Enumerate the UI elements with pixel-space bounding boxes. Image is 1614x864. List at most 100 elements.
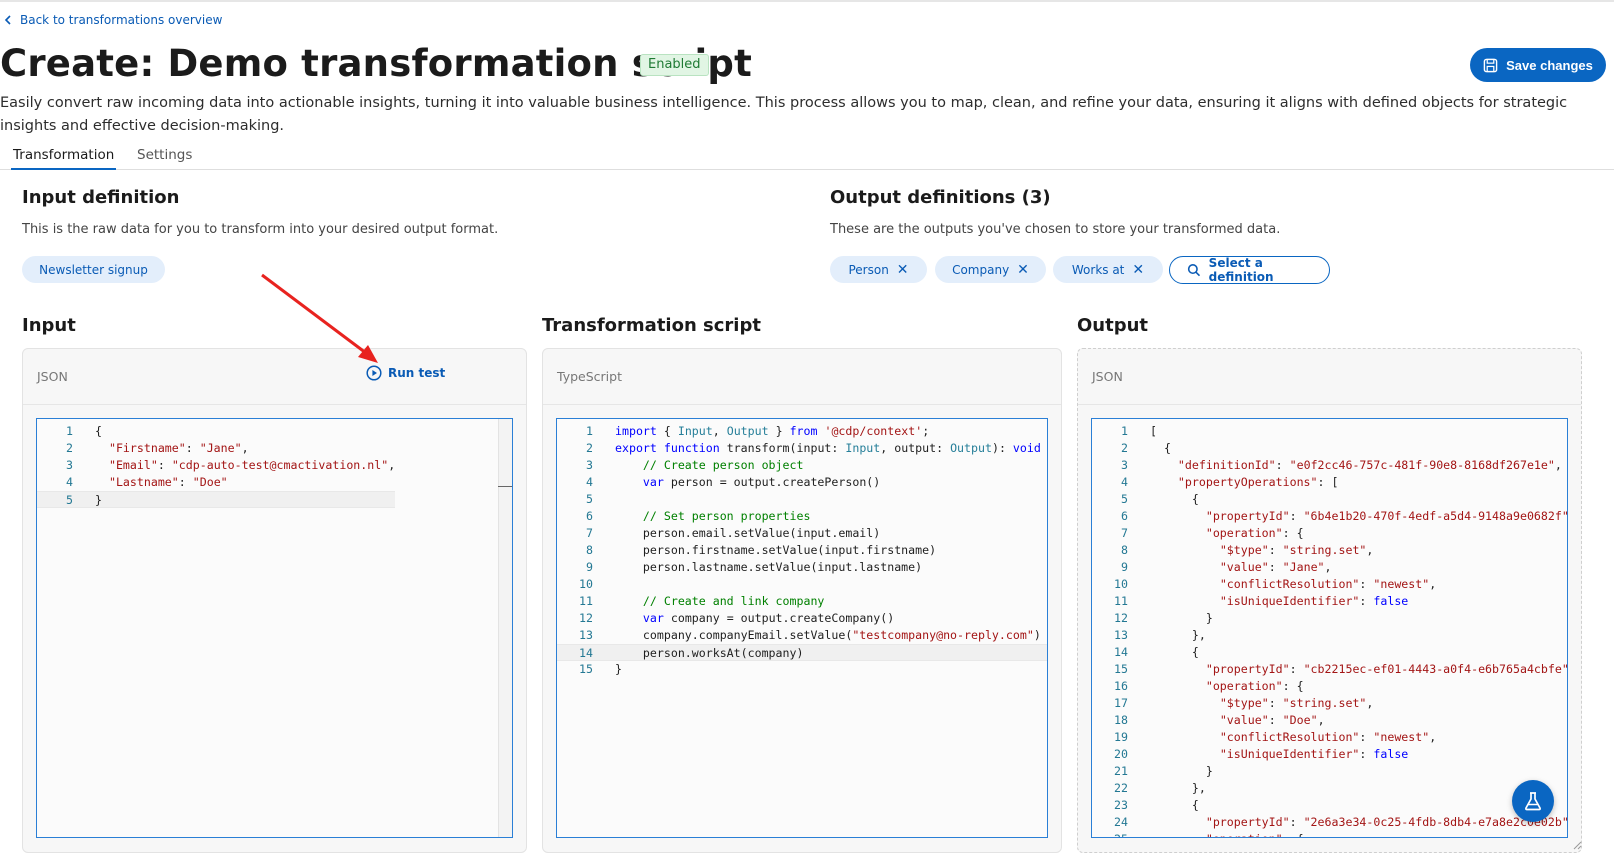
code-text: "operation": {: [1205, 526, 1304, 540]
code-text: {: [95, 424, 102, 438]
page-title: Create: Demo transformation script: [0, 42, 753, 85]
line-number: 7: [586, 526, 593, 540]
code-text: "propertyId": "cb2215ec-ef01-4443-a0f4-e…: [1205, 662, 1568, 676]
code-text: }: [1150, 611, 1213, 625]
select-definition-label: Select a definition: [1208, 256, 1274, 284]
code-line: 3 "Email": "cdp-auto-test@cmactivation.n…: [37, 457, 395, 474]
code-text: "isUniqueIdentifier": false: [1219, 747, 1409, 761]
code-line: 5}: [37, 491, 396, 508]
code-text: "$type": "string.set",: [1219, 696, 1374, 710]
annotation-arrow: [261, 273, 378, 363]
output-panel-title: Output: [1077, 315, 1149, 336]
resize-handle-icon[interactable]: [1572, 840, 1582, 850]
line-number: 24: [1114, 815, 1128, 829]
script-language-label: TypeScript: [557, 369, 622, 384]
code-text: "value": "Jane",: [1219, 560, 1332, 574]
input-definition-heading: Input definition: [22, 187, 180, 208]
code-line: 10 "conflictResolution": "newest",: [1092, 576, 1567, 593]
line-number: 12: [579, 611, 593, 625]
back-link-label: Back to transformations overview: [20, 13, 223, 27]
output-chip-works-at[interactable]: Works at ✕: [1053, 256, 1163, 283]
code-text: "isUniqueIdentifier": false: [1219, 594, 1409, 608]
line-number: 1: [66, 424, 73, 438]
code-line: 17 "$type": "string.set",: [1092, 695, 1567, 712]
code-line: 11 "isUniqueIdentifier": false: [1092, 593, 1567, 610]
code-line: 21 }: [1092, 763, 1567, 780]
line-number: 3: [66, 458, 73, 472]
code-line: 1[: [1092, 423, 1567, 440]
code-line: 7 "operation": {: [1092, 525, 1567, 542]
code-line: 9 person.lastname.setValue(input.lastnam…: [557, 559, 1047, 576]
code-line: 8 "$type": "string.set",: [1092, 542, 1567, 559]
line-number: 11: [1114, 594, 1128, 608]
code-text: }: [1150, 764, 1213, 778]
line-number: 11: [579, 594, 593, 608]
line-number: 6: [1121, 509, 1128, 523]
line-number: 3: [1121, 458, 1128, 472]
line-number: 2: [66, 441, 73, 455]
code-line: 14 person.worksAt(company): [557, 644, 1047, 661]
output-panel-header: JSON: [1078, 349, 1581, 405]
line-number: 2: [586, 441, 593, 455]
run-test-button[interactable]: Run test: [366, 365, 445, 381]
code-line: 16 "operation": {: [1092, 678, 1567, 695]
line-number: 9: [1121, 560, 1128, 574]
back-link[interactable]: Back to transformations overview: [4, 13, 222, 27]
code-text: // Set person properties: [615, 509, 811, 523]
line-number: 4: [66, 475, 73, 489]
code-line: 18 "value": "Doe",: [1092, 712, 1567, 729]
line-number: 22: [1114, 781, 1128, 795]
test-lab-button[interactable]: [1512, 780, 1554, 822]
input-editor-scrollbar[interactable]: [498, 419, 512, 837]
line-number: 3: [586, 458, 593, 472]
code-text: company.companyEmail.setValue("testcompa…: [615, 628, 1041, 642]
code-text: "Email": "cdp-auto-test@cmactivation.nl"…: [108, 458, 396, 472]
line-number: 8: [586, 543, 593, 557]
scroll-marker: [498, 486, 512, 487]
line-number: 21: [1114, 764, 1128, 778]
close-icon[interactable]: ✕: [1132, 261, 1145, 278]
code-text: [: [1150, 424, 1157, 438]
code-line: 14 {: [1092, 644, 1567, 661]
code-text: person.worksAt(company): [615, 646, 804, 660]
output-editor[interactable]: 1[2 {3 "definitionId": "e0f2cc46-757c-48…: [1091, 418, 1568, 838]
line-number: 5: [586, 492, 593, 506]
select-definition-button[interactable]: Select a definition: [1169, 256, 1330, 284]
line-number: 6: [586, 509, 593, 523]
flask-icon: [1525, 792, 1541, 811]
line-number: 14: [579, 646, 593, 660]
code-text: }: [615, 662, 622, 676]
save-changes-label: Save changes: [1506, 57, 1593, 73]
code-line: 25 "operation": {: [1092, 831, 1567, 837]
code-text: person.firstname.setValue(input.firstnam…: [615, 543, 937, 557]
tab-settings[interactable]: Settings: [137, 147, 193, 163]
close-icon[interactable]: ✕: [1017, 261, 1029, 278]
output-chip-company-label: Company: [952, 262, 1010, 277]
code-line: 2 {: [1092, 440, 1567, 457]
code-text: "conflictResolution": "newest",: [1219, 730, 1437, 744]
input-panel-header: JSON Run test: [23, 349, 526, 405]
code-text: var company = output.createCompany(): [642, 611, 895, 625]
input-editor[interactable]: 1{2 "Firstname": "Jane",3 "Email": "cdp-…: [36, 418, 513, 838]
input-panel-title: Input: [22, 315, 76, 336]
code-line: 22 },: [1092, 780, 1567, 797]
input-definition-chip[interactable]: Newsletter signup: [22, 256, 165, 283]
code-text: "propertyId": "2e6a3e34-0c25-4fdb-8db4-e…: [1205, 815, 1568, 829]
code-text: "value": "Doe",: [1219, 713, 1325, 727]
line-number: 17: [1114, 696, 1128, 710]
line-number: 5: [66, 493, 73, 507]
output-chip-company[interactable]: Company ✕: [935, 256, 1046, 283]
save-changes-button[interactable]: Save changes: [1470, 48, 1606, 82]
close-icon[interactable]: ✕: [896, 261, 909, 278]
code-line: 2 "Firstname": "Jane",: [37, 440, 395, 457]
line-number: 4: [1121, 475, 1128, 489]
code-text: {: [1150, 492, 1199, 506]
code-text: // Create person object: [615, 458, 804, 472]
tab-transformation[interactable]: Transformation: [11, 146, 117, 170]
output-chip-person-label: Person: [848, 262, 889, 277]
code-text: "Firstname": "Jane",: [108, 441, 249, 455]
output-chip-person[interactable]: Person ✕: [830, 256, 927, 283]
code-text: person.lastname.setValue(input.lastname): [615, 560, 923, 574]
